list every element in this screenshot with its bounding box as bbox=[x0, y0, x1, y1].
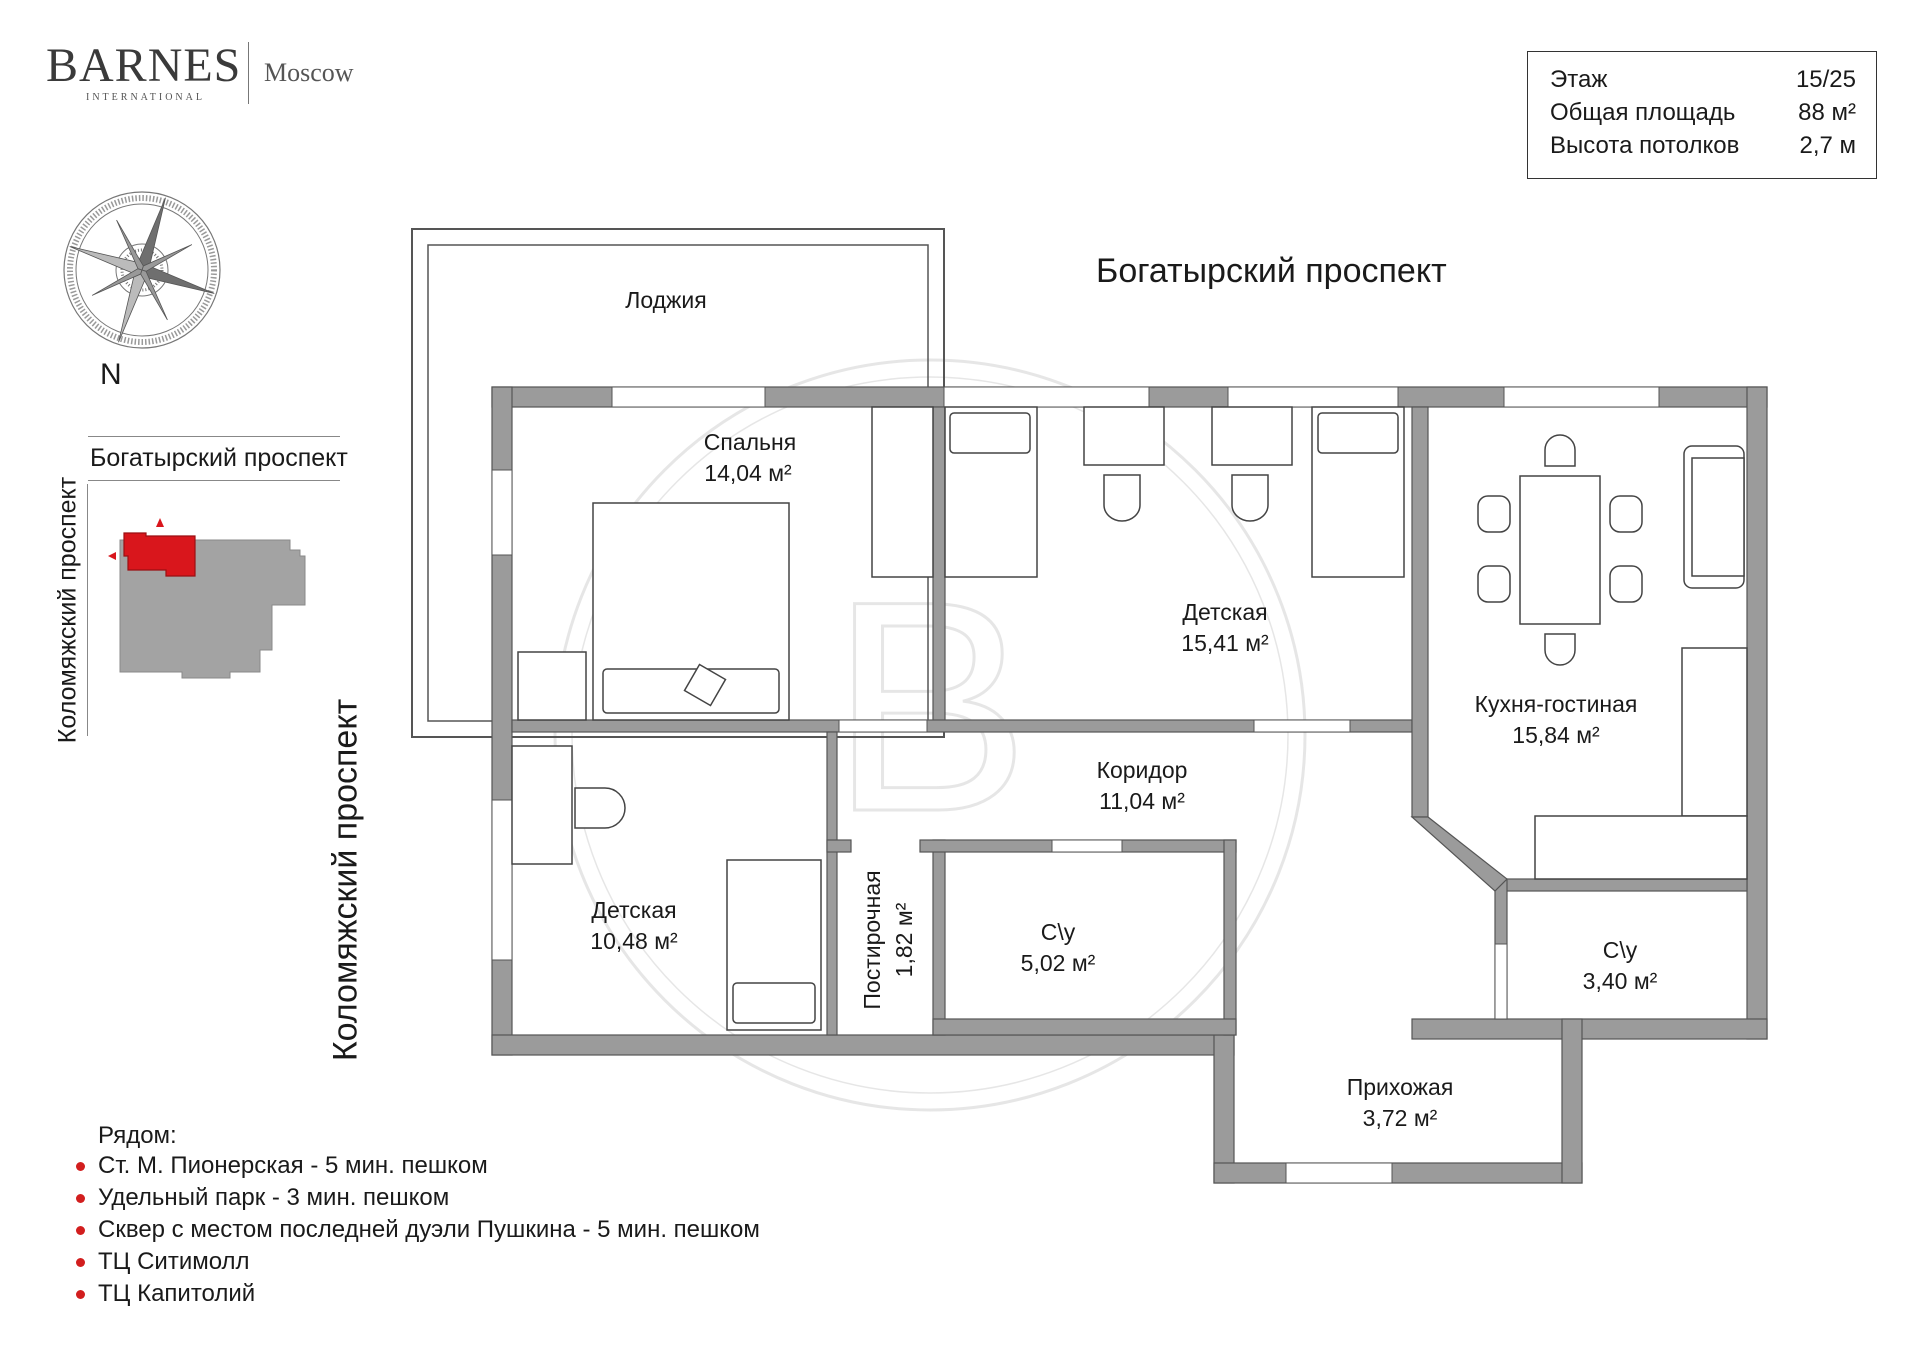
nearby-item: ТЦ Ситимолл bbox=[98, 1248, 250, 1275]
furniture bbox=[511, 406, 1748, 1031]
room-area-corridor: 11,04 м² bbox=[1099, 788, 1185, 814]
info-label: Этаж bbox=[1550, 66, 1608, 93]
compass-rose-icon bbox=[63, 191, 221, 349]
room-area-kids1: 15,41 м² bbox=[1181, 630, 1269, 656]
desk bbox=[1083, 406, 1165, 466]
info-row-floor: Этаж 15/25 bbox=[1550, 66, 1856, 94]
info-row-ceiling: Высота потолков 2,7 м bbox=[1550, 132, 1856, 160]
brand-name: BARNES bbox=[46, 39, 242, 92]
room-label-corridor: Коридор bbox=[1097, 757, 1188, 783]
bullet-icon bbox=[76, 1226, 85, 1235]
apartment-highlight bbox=[123, 532, 196, 577]
watermark: B bbox=[553, 358, 1307, 1112]
room-label-bath1: С\у bbox=[1041, 919, 1076, 945]
info-value: 88 м² bbox=[1798, 99, 1856, 126]
chair bbox=[1609, 495, 1643, 533]
windows bbox=[491, 386, 1660, 1184]
bullet-icon bbox=[76, 1162, 85, 1171]
apartment-info-box: Этаж 15/25 Общая площадь 88 м² Высота по… bbox=[1527, 51, 1877, 179]
nearby-item: Удельный парк - 3 мин. пешком bbox=[98, 1184, 450, 1211]
info-label: Высота потолков bbox=[1550, 132, 1740, 159]
nearby-item: Сквер с местом последней дуэли Пушкина -… bbox=[98, 1216, 760, 1243]
mini-map-rule-top bbox=[88, 436, 340, 437]
svg-text:B: B bbox=[830, 538, 1030, 874]
bullet-icon bbox=[76, 1258, 85, 1267]
room-area-kitchen: 15,84 м² bbox=[1512, 722, 1600, 748]
bullet-icon bbox=[76, 1194, 85, 1203]
room-area-bedroom: 14,04 м² bbox=[704, 460, 792, 486]
room-label-bath2: С\у bbox=[1603, 937, 1638, 963]
chair bbox=[1544, 633, 1576, 666]
logo-divider bbox=[248, 42, 249, 104]
mini-map-rule-side bbox=[87, 484, 88, 736]
info-value: 2,7 м bbox=[1799, 132, 1856, 159]
brand-logo: BARNES INTERNATIONAL Moscow bbox=[46, 38, 366, 108]
nearby-item: ТЦ Капитолий bbox=[98, 1280, 256, 1307]
desk bbox=[1211, 406, 1293, 466]
room-area-laundry: 1,82 м² bbox=[891, 902, 917, 977]
room-area-kids2: 10,48 м² bbox=[590, 928, 678, 954]
room-label-laundry: Постирочная bbox=[859, 870, 885, 1009]
info-label: Общая площадь bbox=[1550, 99, 1736, 126]
mini-map-street-top: Богатырский проспект bbox=[90, 444, 348, 472]
chair bbox=[1609, 565, 1643, 603]
kitchen-counter bbox=[1534, 815, 1748, 880]
room-label-bedroom: Спальня bbox=[704, 429, 796, 455]
street-bogatyrsky: Богатырский проспект bbox=[1096, 252, 1447, 290]
nearby-item: Ст. М. Пионерская - 5 мин. пешком bbox=[98, 1152, 488, 1179]
kitchen-counter bbox=[1681, 647, 1748, 817]
room-label-kids1: Детская bbox=[1182, 599, 1267, 625]
brand-subtitle: INTERNATIONAL bbox=[86, 92, 205, 103]
wardrobe bbox=[871, 406, 934, 578]
north-label: N bbox=[100, 358, 122, 391]
chair bbox=[1477, 495, 1511, 533]
desk bbox=[511, 745, 573, 865]
nightstand bbox=[517, 651, 587, 721]
room-labels: Лоджия Спальня 14,04 м² Детская 15,41 м²… bbox=[590, 287, 1657, 1131]
bullet-icon bbox=[76, 1290, 85, 1299]
chair bbox=[1103, 474, 1141, 522]
nearby-title: Рядом: bbox=[98, 1122, 177, 1149]
mini-building-map bbox=[108, 518, 306, 679]
room-label-loggia: Лоджия bbox=[625, 287, 707, 313]
chair bbox=[1477, 565, 1511, 603]
arrow-left-icon bbox=[108, 552, 116, 560]
arrow-up-icon bbox=[156, 518, 164, 527]
room-label-kitchen: Кухня-гостиная bbox=[1475, 691, 1638, 717]
chair bbox=[1544, 434, 1576, 467]
chair bbox=[574, 787, 626, 829]
dining-table bbox=[1519, 475, 1601, 625]
room-label-hall: Прихожая bbox=[1347, 1074, 1454, 1100]
room-area-bath2: 3,40 м² bbox=[1583, 968, 1658, 994]
chair bbox=[1231, 474, 1269, 522]
room-label-kids2: Детская bbox=[591, 897, 676, 923]
brand-city: Moscow bbox=[264, 58, 354, 87]
room-area-hall: 3,72 м² bbox=[1363, 1105, 1438, 1131]
mini-map-rule-bottom bbox=[88, 480, 340, 481]
info-value: 15/25 bbox=[1795, 66, 1856, 93]
room-area-bath1: 5,02 м² bbox=[1021, 950, 1096, 976]
info-row-area: Общая площадь 88 м² bbox=[1550, 99, 1856, 127]
